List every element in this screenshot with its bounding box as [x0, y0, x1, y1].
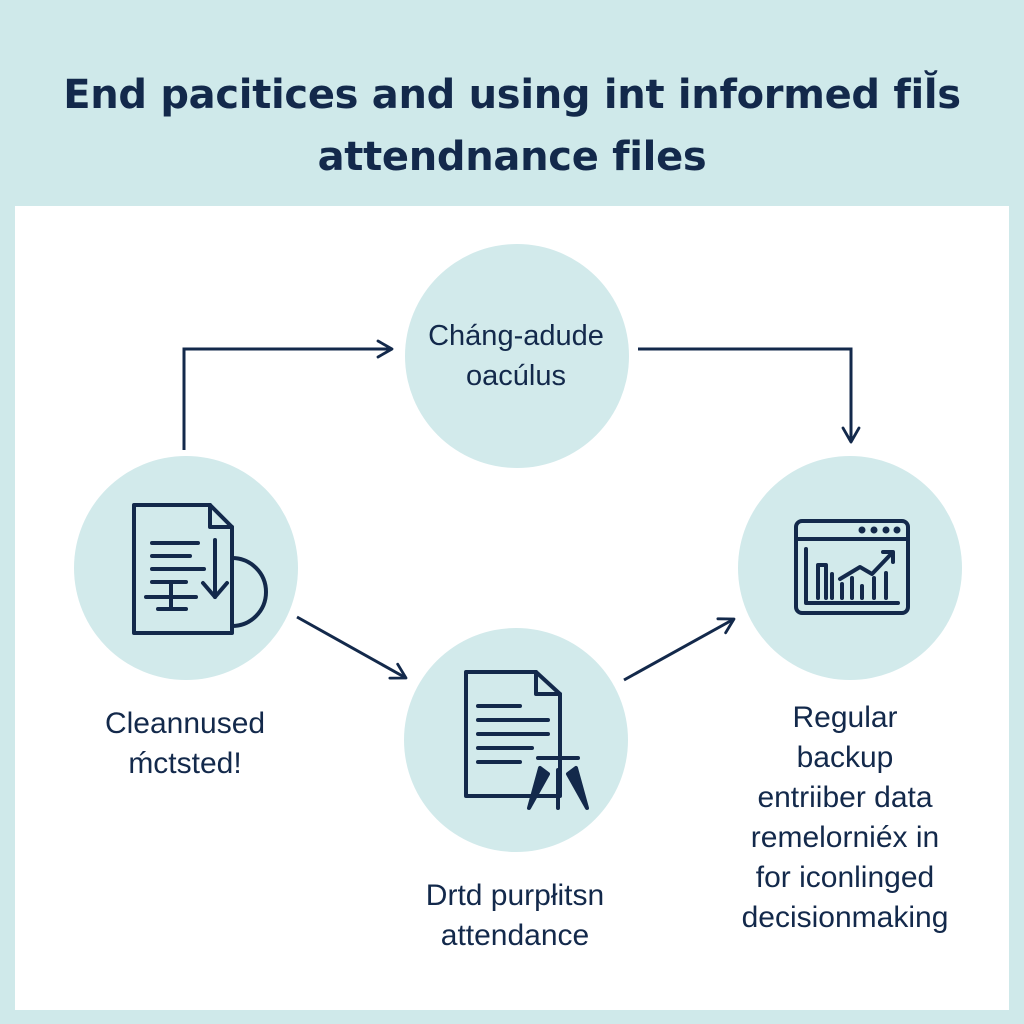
title-line-1: End pacitices and using int informed fil…	[63, 72, 961, 118]
node-bottom-line-1: Drtd purpłitsn	[425, 879, 605, 912]
node-top-line-1: Cháng-adude	[428, 320, 604, 352]
node-top-line-2: oacúlus	[466, 360, 566, 392]
node-left-line-1: Cleannused	[104, 707, 266, 740]
analytics-window-icon	[794, 519, 910, 615]
node-right-line-3: entriiber data	[757, 781, 933, 814]
diagram-title: End pacitices and using int informed fil…	[0, 64, 1024, 188]
node-circle-top	[405, 244, 629, 468]
title-line-2: attendnance files	[317, 134, 707, 180]
node-left-line-2: ḿctsted!	[128, 747, 242, 780]
node-bottom-label: Drtd purpłitsn attendance	[380, 876, 650, 956]
document-download-icon	[132, 503, 268, 635]
node-right-line-1: Regular	[792, 701, 898, 734]
node-top-label: Cháng-adude oacúlus	[404, 316, 628, 396]
node-right-line-5: for iconlinged	[755, 861, 935, 894]
node-bottom-line-2: attendance	[440, 919, 590, 952]
arrow-left-to-top	[182, 339, 394, 450]
node-right-line-4: remelorniéx in	[750, 821, 940, 854]
node-circle-right	[738, 456, 962, 680]
node-right-line-6: decisionmaking	[741, 901, 949, 934]
document-filter-icon	[464, 670, 589, 810]
arrow-left-to-bottom	[296, 615, 408, 680]
node-right-line-2: backup	[796, 741, 894, 774]
node-circle-bottom	[404, 628, 628, 852]
arrow-bottom-to-right	[623, 617, 736, 682]
node-left-label: Cleannused ḿctsted!	[60, 704, 310, 784]
arrow-top-to-right	[638, 347, 861, 444]
node-right-label: Regular backup entriiber data remelornié…	[700, 698, 990, 938]
